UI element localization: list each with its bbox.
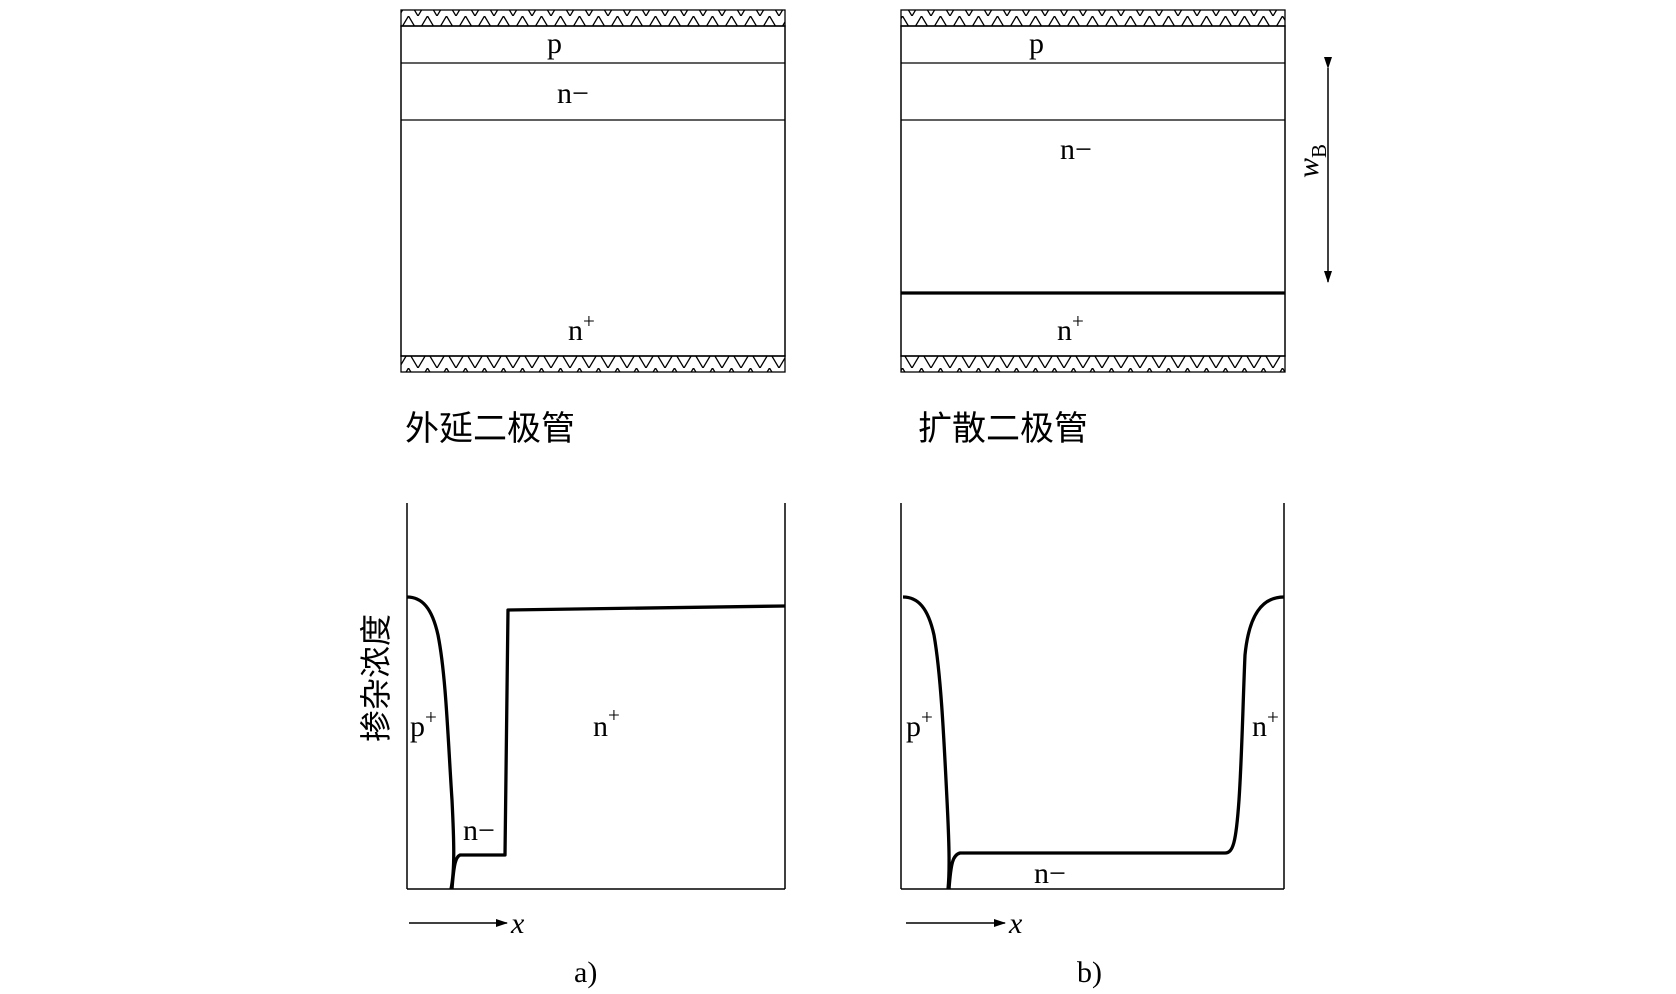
panel-a-caption: a) bbox=[574, 956, 597, 989]
panel-b-title: 扩散二极管 bbox=[918, 409, 1088, 449]
panel-a-n-minus-layer-label: n− bbox=[557, 77, 589, 110]
panel-b-n-plus-base: n bbox=[1057, 314, 1072, 347]
panel-a-p-plus-label: p+ bbox=[410, 705, 437, 743]
panel-a-p-plus-base: p bbox=[410, 710, 425, 743]
panel-b-caption: b) bbox=[1077, 956, 1102, 989]
panel-b-n-plus-sup: + bbox=[1072, 309, 1084, 333]
panel-a-n-plus-sup: + bbox=[583, 309, 595, 333]
panel-a-top-contact bbox=[400, 9, 786, 27]
panel-b-n-plus-region-label: n+ bbox=[1252, 705, 1279, 743]
panel-b-x-label: x bbox=[1008, 907, 1023, 940]
panel-a-n-plus-base: n bbox=[568, 314, 583, 347]
panel-b-bottom-contact bbox=[900, 355, 1286, 373]
panel-b-width-label-base: w bbox=[1292, 158, 1325, 178]
panel-b-n-plus-region-base: n bbox=[1252, 710, 1267, 743]
panel-b-width-label-sub: B bbox=[1307, 144, 1331, 158]
panel-b-n-minus-layer-label: n− bbox=[1060, 133, 1092, 166]
panel-b-p-layer-label: p bbox=[1029, 27, 1044, 60]
panel-b-p-plus-base: p bbox=[906, 710, 921, 743]
panel-a-x-label: x bbox=[510, 907, 525, 940]
panel-b-p-plus-label: p+ bbox=[906, 705, 933, 743]
panel-a-n-plus-layer-label: n+ bbox=[568, 309, 595, 347]
panel-b-width-label: wB bbox=[1292, 144, 1331, 178]
panel-a-n-plus-region-base: n bbox=[593, 710, 608, 743]
panel-a-p-layer-label: p bbox=[547, 27, 562, 60]
panel-b-n-minus-region-label: n− bbox=[1034, 857, 1066, 890]
panel-a-n-plus-region-label: n+ bbox=[593, 703, 620, 743]
panel-b-top-contact bbox=[900, 9, 1286, 27]
panel-a-body-outline bbox=[400, 25, 786, 357]
panel-b-profile-plot: p+ n+ n− x b) bbox=[900, 503, 1285, 989]
panel-a-structure: p n− n+ 外延二极管 bbox=[400, 9, 786, 449]
panel-a-doping-curve bbox=[406, 595, 786, 890]
panel-a-profile-plot: p+ n+ n− x a) bbox=[406, 503, 786, 989]
panel-a-n-plus-region-sup: + bbox=[608, 703, 620, 727]
panel-a-title: 外延二极管 bbox=[405, 409, 575, 449]
panel-b-doping-curve bbox=[902, 595, 1285, 890]
panel-a-p-plus-sup: + bbox=[425, 705, 437, 729]
panel-b-p-plus-sup: + bbox=[921, 705, 933, 729]
panel-b-body-outline bbox=[900, 25, 1286, 357]
panel-b-structure: p n− n+ wB 扩散二极管 bbox=[900, 9, 1332, 449]
panel-a-bottom-contact bbox=[400, 355, 786, 373]
panel-a-n-minus-region-label: n− bbox=[463, 814, 495, 847]
panel-b-n-plus-region-sup: + bbox=[1267, 705, 1279, 729]
panel-b-n-plus-layer-label: n+ bbox=[1057, 309, 1084, 347]
y-axis-label: 掺杂浓度 bbox=[357, 614, 395, 742]
